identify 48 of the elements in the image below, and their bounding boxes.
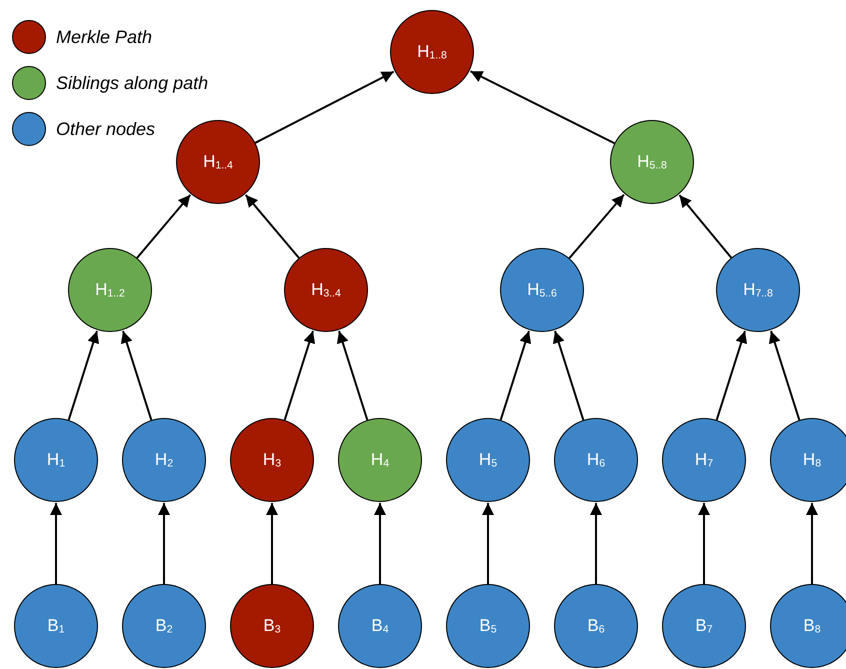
arrow xyxy=(244,194,300,259)
node-label: B$_{6}$ xyxy=(587,616,605,636)
node-label: H$_{2}$ xyxy=(154,450,174,470)
arrow xyxy=(806,503,818,584)
arrow xyxy=(266,503,278,584)
arrow xyxy=(698,503,710,584)
node-label: H$_{6}$ xyxy=(586,450,606,470)
node-label: H$_{4}$ xyxy=(370,450,390,470)
arrow xyxy=(136,194,192,259)
node-label: H$_{3..4}$ xyxy=(311,280,341,300)
arrow xyxy=(768,330,800,420)
arrow xyxy=(336,330,368,420)
arrow xyxy=(552,330,584,420)
arrow xyxy=(590,503,602,584)
node-label: H$_{5}$ xyxy=(478,450,498,470)
arrow xyxy=(678,194,732,258)
arrow xyxy=(68,330,100,420)
arrow xyxy=(482,503,494,584)
node-label: B$_{8}$ xyxy=(803,616,821,636)
legend-text: Merkle Path xyxy=(56,26,152,48)
arrow xyxy=(500,330,532,420)
node-label: H$_{1}$ xyxy=(46,450,66,470)
node-label: B$_{1}$ xyxy=(47,616,65,636)
node-label: H$_{1..8}$ xyxy=(417,42,447,62)
node-label: B$_{4}$ xyxy=(371,616,389,636)
arrow xyxy=(50,503,62,584)
node-label: H$_{1..2}$ xyxy=(95,280,125,300)
legend-text: Other nodes xyxy=(56,118,156,140)
node-label: H$_{8}$ xyxy=(802,450,822,470)
node-label: B$_{5}$ xyxy=(479,616,497,636)
node-label: B$_{7}$ xyxy=(695,616,713,636)
legend-text: Siblings along path xyxy=(56,72,208,94)
arrow xyxy=(470,70,615,144)
node-label: B$_{3}$ xyxy=(263,616,281,636)
node-label: H$_{5..6}$ xyxy=(527,280,557,300)
arrow xyxy=(120,330,152,420)
node-label: H$_{7..8}$ xyxy=(743,280,773,300)
arrow xyxy=(158,503,170,584)
arrow xyxy=(284,330,316,420)
arrow xyxy=(374,503,386,584)
node-label: H$_{3}$ xyxy=(262,450,282,470)
node-label: B$_{2}$ xyxy=(155,616,173,636)
node-label: H$_{5..8}$ xyxy=(637,152,667,172)
node-label: H$_{7}$ xyxy=(694,450,714,470)
arrow xyxy=(568,194,625,259)
node-label: H$_{1..4}$ xyxy=(203,152,233,172)
arrow xyxy=(716,330,748,420)
arrow xyxy=(254,70,394,144)
